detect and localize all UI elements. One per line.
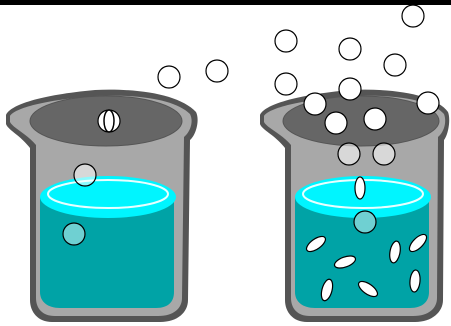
- left-escaped-particle: [206, 60, 228, 82]
- right-escaped-particle: [339, 38, 361, 60]
- right-escaped-particle: [384, 54, 406, 76]
- left-beaker-liquid-highlight: [48, 180, 168, 208]
- right-particle-rising: [338, 143, 360, 165]
- left-particle-submerged: [63, 223, 85, 245]
- left-particle-rising: [74, 164, 96, 186]
- left-beaker: [6, 60, 228, 322]
- right-escaped-particle: [275, 30, 297, 52]
- left-particle-split: [98, 110, 120, 132]
- right-escaping-particle: [364, 108, 386, 130]
- right-escaped-particle: [275, 73, 297, 95]
- right-escaping-particle: [304, 93, 326, 115]
- right-particle-submerged: [354, 211, 376, 233]
- right-escaping-particle: [417, 92, 439, 114]
- right-particle-rising: [373, 143, 395, 165]
- right-escaping-particle: [339, 78, 361, 100]
- top-rule: [0, 0, 451, 5]
- dissolved-particle: [355, 177, 365, 199]
- right-escaping-particle: [325, 112, 347, 134]
- left-escaped-particle: [158, 66, 180, 88]
- right-beaker: [260, 5, 449, 322]
- right-escaped-particle: [402, 5, 424, 27]
